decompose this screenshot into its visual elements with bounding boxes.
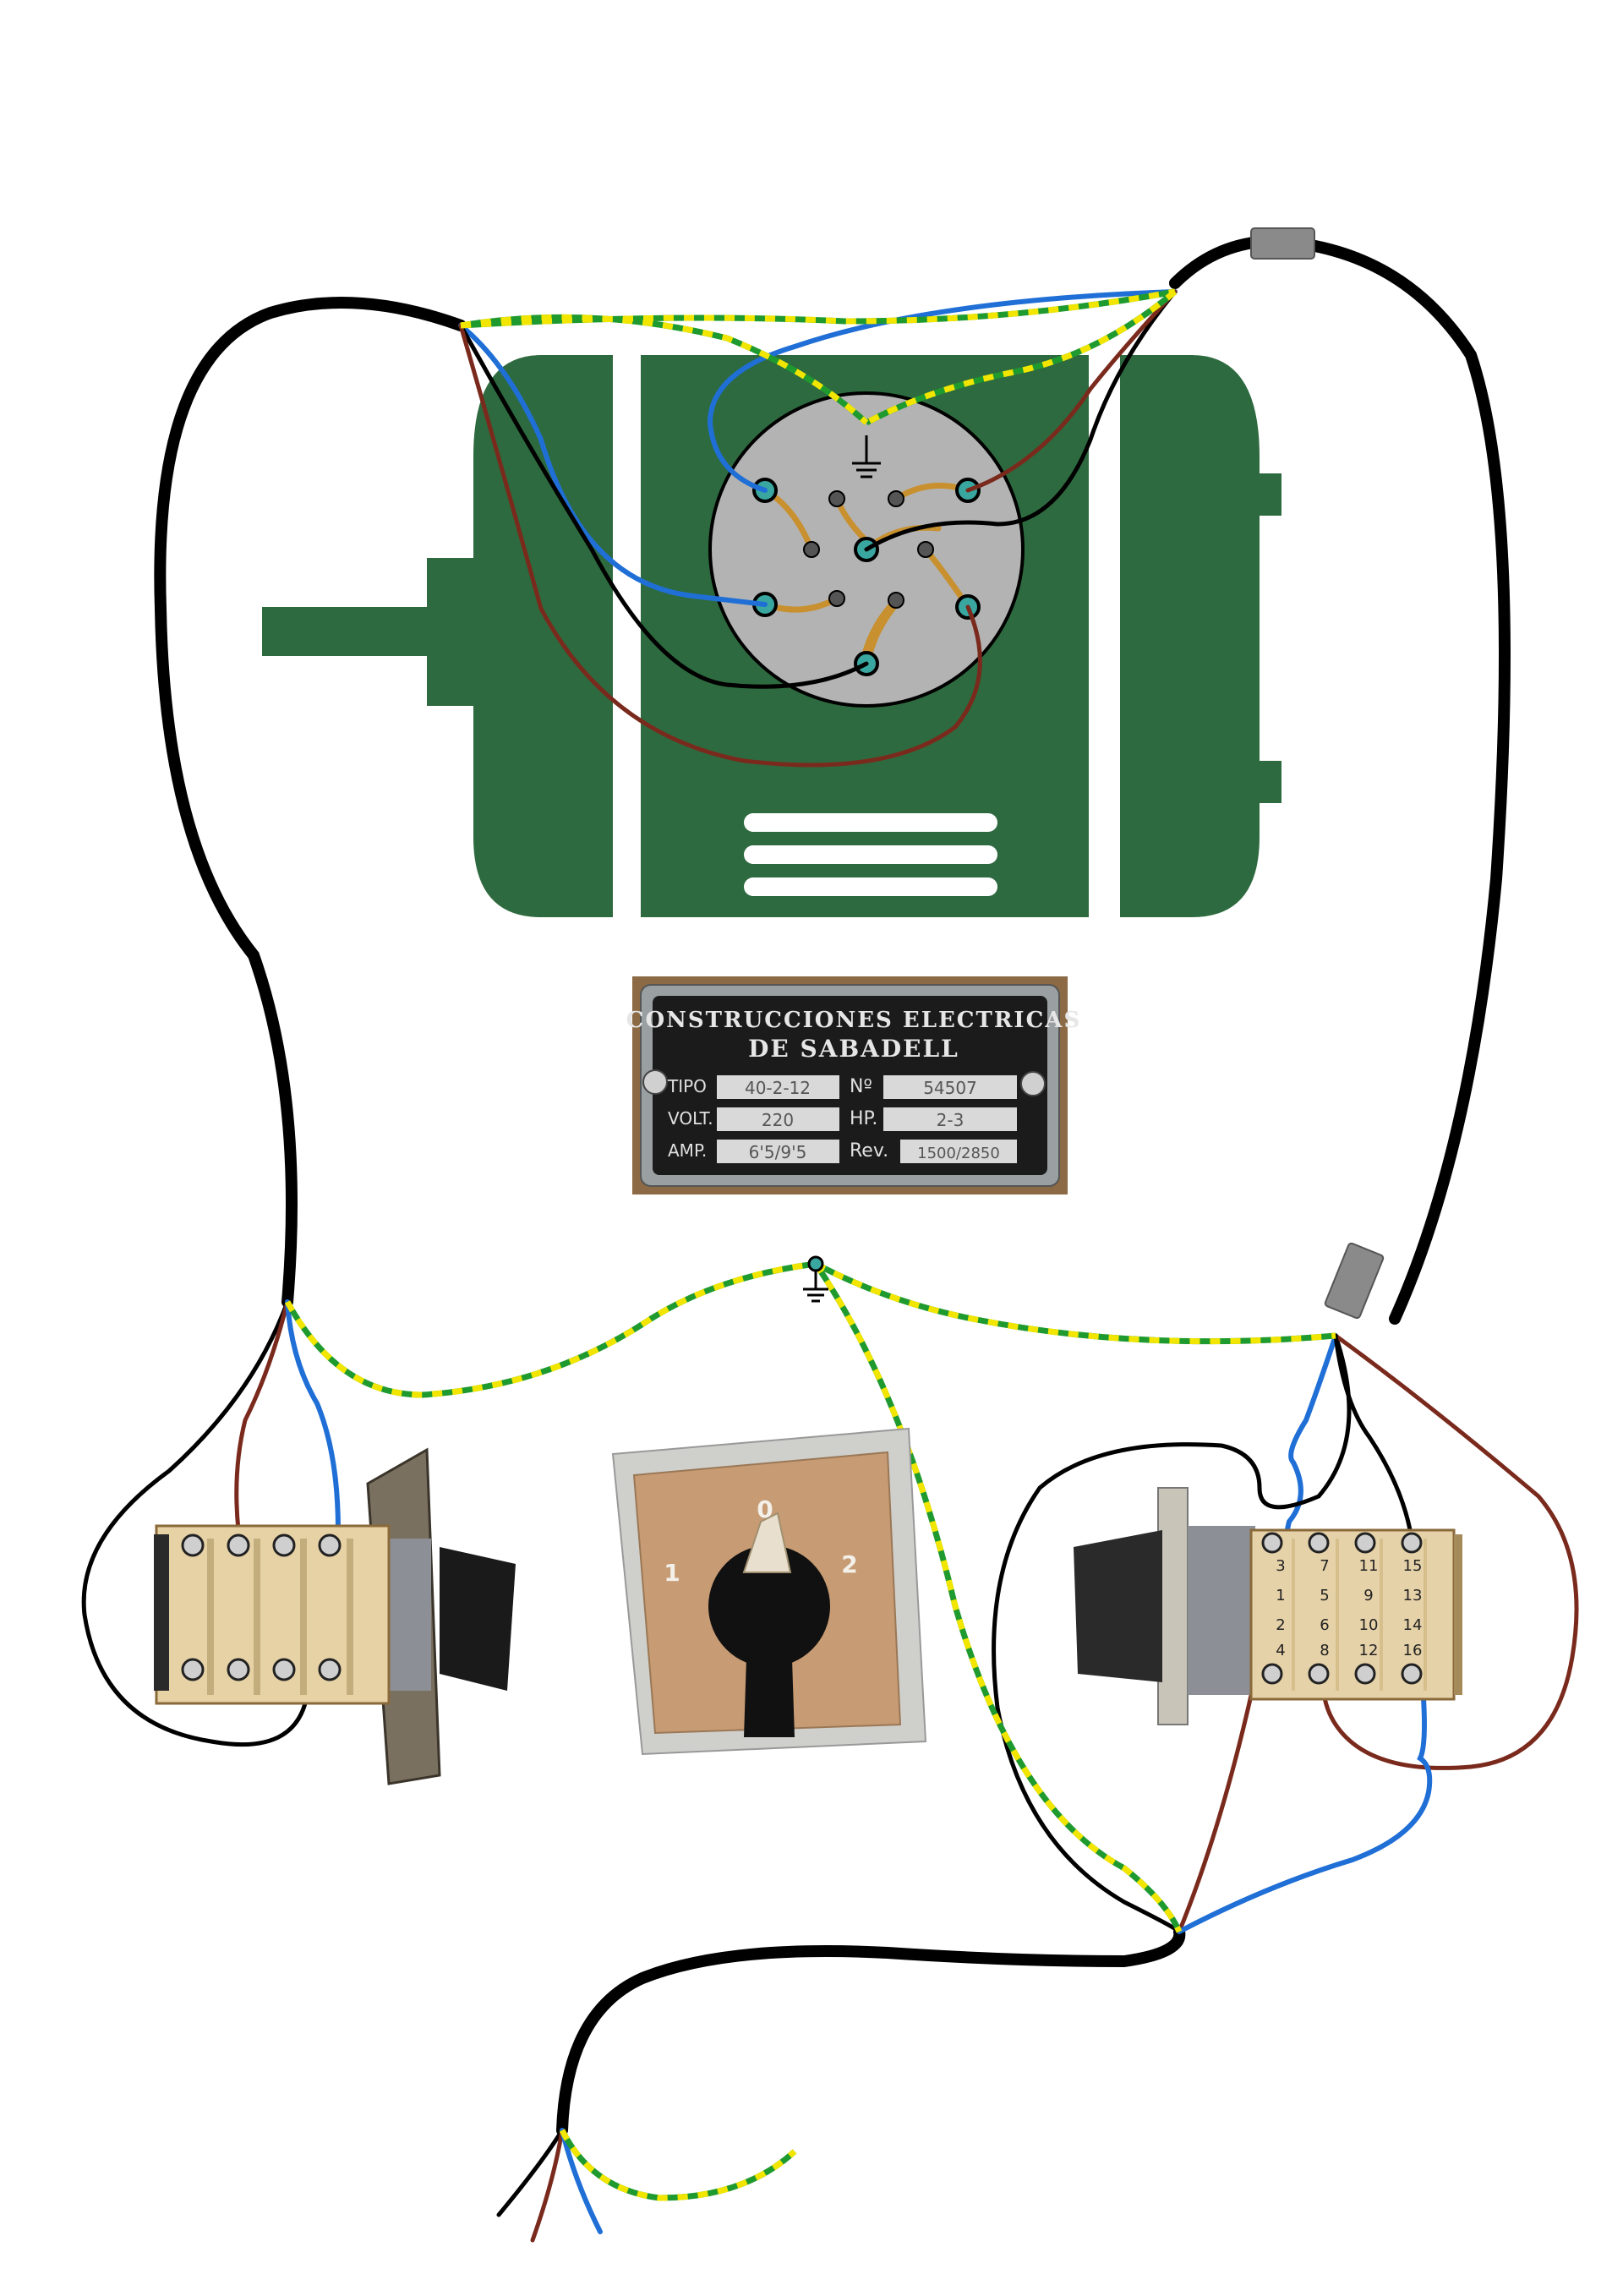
svg-text:5: 5	[1320, 1587, 1329, 1604]
cable-left-main	[154, 297, 467, 1308]
drum-switch-terminals-top	[1261, 1532, 1423, 1554]
wire-brown-tail	[530, 2128, 565, 2243]
svg-text:1: 1	[1276, 1587, 1285, 1604]
wire-black-left-switch	[81, 1299, 311, 1747]
nameplate-screw-left	[642, 1069, 668, 1095]
nameplate-value-hp: 2-3	[937, 1110, 965, 1130]
svg-text:9: 9	[1363, 1587, 1373, 1604]
drum-switch-number-row-bottom: 4 8 12 16	[1276, 1642, 1422, 1659]
nameplate-maker-line2: DE SABADELL	[748, 1035, 959, 1063]
motor-vent-3	[744, 877, 997, 896]
nameplate-label-volt: VOLT.	[668, 1108, 713, 1129]
wire-black-right-motor	[864, 289, 1178, 552]
ground-node-icon	[803, 1255, 828, 1303]
cable-sleeve-top	[1250, 227, 1315, 260]
selector-knob-pointer	[742, 1512, 792, 1573]
drum-switch-number-row-2: 1 5 9 13	[1276, 1587, 1422, 1604]
selector-label-2: 2	[841, 1550, 857, 1578]
selector-knob-handle	[744, 1606, 795, 1737]
svg-text:3: 3	[1276, 1557, 1285, 1575]
svg-text:2: 2	[1276, 1616, 1285, 1634]
drum-switch: 3 7 11 15 1 5 9 13 2 6 10 14 4 8 12 16	[1074, 1487, 1462, 1725]
svg-text:10: 10	[1359, 1616, 1379, 1634]
motor-rear-nub-bottom	[1258, 761, 1281, 803]
svg-text:6: 6	[1320, 1616, 1329, 1634]
svg-text:15: 15	[1403, 1557, 1423, 1575]
svg-text:14: 14	[1403, 1616, 1423, 1634]
nameplate-label-numero: Nº	[850, 1076, 872, 1097]
ground-wires	[284, 288, 1336, 2201]
nameplate-value-amp: 6'5/9'5	[749, 1142, 807, 1162]
nameplate: CONSTRUCCIONES ELECTRICAS DE SABADELL TI…	[626, 976, 1082, 1194]
left-switch-terminals-top	[181, 1533, 342, 1557]
nameplate-maker-line1: CONSTRUCCIONES ELECTRICAS	[626, 1008, 1082, 1033]
wire-brown-left-switch	[234, 1299, 290, 1533]
drum-switch-knob	[1074, 1530, 1162, 1682]
wire-blue-right-motor	[707, 289, 1178, 493]
wire-blue-left-switch	[285, 1299, 341, 1533]
svg-text:12: 12	[1359, 1642, 1379, 1659]
svg-text:4: 4	[1276, 1642, 1285, 1659]
nameplate-label-hp: HP.	[850, 1108, 877, 1129]
motor-ground-icon	[852, 435, 881, 478]
svg-text:7: 7	[1320, 1557, 1329, 1575]
wire-brown-left-motor	[458, 323, 982, 768]
selector-label-0: 0	[757, 1495, 773, 1523]
nameplate-label-amp: AMP.	[668, 1140, 707, 1161]
wire-black-right-top	[992, 1333, 1352, 1934]
selector-faceplate: 0 1 2	[611, 1427, 927, 1756]
nameplate-screw-right	[1020, 1071, 1046, 1096]
nameplate-value-tipo: 40-2-12	[745, 1078, 811, 1098]
drum-switch-number-row-3: 2 6 10 14	[1276, 1616, 1422, 1634]
wires	[81, 289, 1579, 2243]
drum-switch-ring	[1188, 1526, 1255, 1695]
left-switch-terminals-bottom	[181, 1658, 342, 1681]
motor-vent-2	[744, 845, 997, 864]
drum-switch-terminals-bottom	[1261, 1663, 1423, 1685]
svg-text:13: 13	[1403, 1587, 1423, 1604]
wire-black-right-inner	[1333, 1333, 1414, 1541]
wire-brown-right-drum	[1320, 1333, 1579, 1770]
drum-switch-segments	[1292, 1539, 1427, 1691]
svg-text:8: 8	[1320, 1642, 1329, 1659]
nameplate-value-numero: 54507	[923, 1078, 977, 1098]
wire-black-left-motor	[458, 323, 869, 689]
cable-bottom	[556, 1926, 1186, 2136]
motor-shaft	[262, 607, 456, 656]
nameplate-value-volt: 220	[762, 1110, 794, 1130]
wire-blue-bottom-drum	[1177, 1654, 1433, 1934]
left-switch	[154, 1447, 516, 1785]
nameplate-label-tipo: TIPO	[667, 1076, 707, 1096]
motor-shaft-collar	[427, 558, 478, 706]
nameplate-value-rev: 1500/2850	[917, 1145, 1000, 1162]
wire-blue-left-motor	[458, 323, 768, 607]
wire-brown-right-motor	[965, 289, 1178, 493]
drum-switch-mount-plate	[1157, 1487, 1189, 1725]
drum-switch-number-row-top: 3 7 11 15	[1276, 1557, 1422, 1575]
motor-rear-nub-top	[1258, 473, 1281, 516]
svg-text:16: 16	[1403, 1642, 1423, 1659]
svg-text:11: 11	[1359, 1557, 1379, 1575]
left-switch-ring	[385, 1539, 431, 1691]
selector-label-1: 1	[664, 1559, 680, 1587]
motor-rear-cap	[1120, 355, 1260, 917]
wire-black-tail	[496, 2128, 565, 2217]
cable-sleeve-right	[1324, 1242, 1385, 1320]
wire-brown-bottom-drum	[1177, 1654, 1262, 1934]
left-switch-knob	[440, 1547, 516, 1691]
nameplate-label-rev: Rev.	[850, 1140, 888, 1162]
motor-vent-1	[744, 813, 997, 832]
